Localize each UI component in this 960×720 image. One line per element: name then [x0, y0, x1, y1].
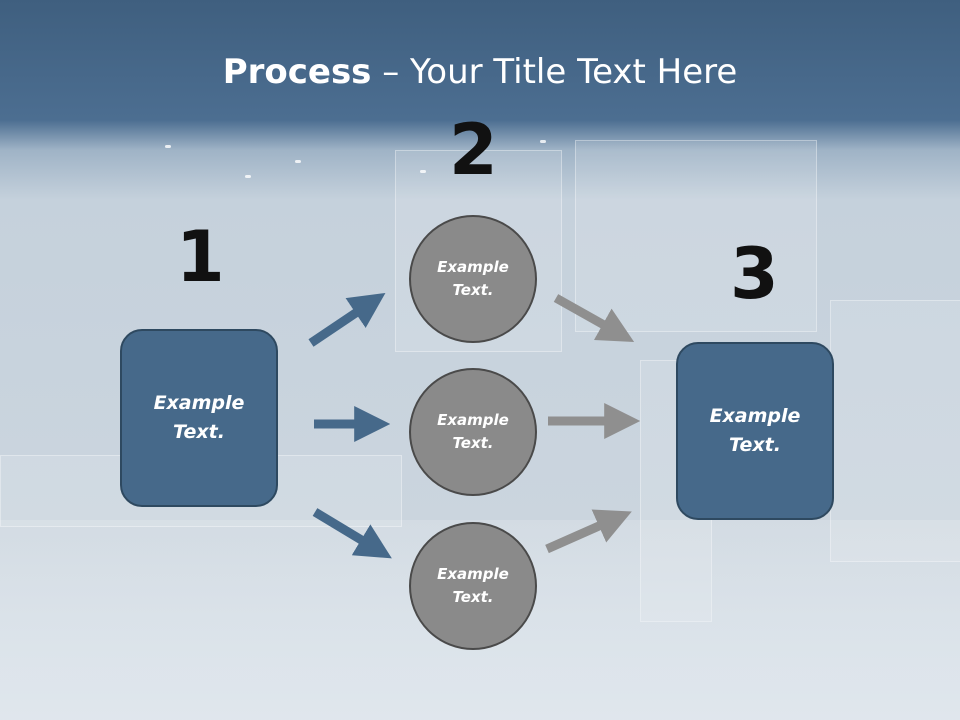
background-wall-panel [830, 300, 960, 562]
circle-middle-line2: Text. [452, 434, 494, 452]
circle-top-line1: Example [437, 258, 509, 276]
arrow-gray-down-right [553, 294, 635, 342]
step-1-text-line2: Text. [173, 421, 225, 443]
step-3-text-line1: Example [709, 405, 801, 427]
step-number-3: 3 [730, 233, 779, 315]
step-2-circle-top[interactable]: Example Text. [409, 215, 537, 343]
arrow-up-right [308, 292, 386, 347]
step-number-2: 2 [449, 109, 498, 191]
step-2-circle-middle[interactable]: Example Text. [409, 368, 537, 496]
title-bold: Process [222, 52, 372, 92]
step-1-box[interactable]: Example Text. [120, 329, 278, 507]
ceiling-light [295, 160, 301, 163]
step-3-box[interactable]: Example Text. [676, 342, 834, 520]
ceiling-light [165, 145, 171, 148]
ceiling-light [245, 175, 251, 178]
ceiling-light [540, 140, 546, 143]
circle-bottom-line1: Example [437, 565, 509, 583]
arrow-gray-up-right [545, 509, 632, 554]
step-number-1: 1 [176, 216, 225, 298]
slide-title[interactable]: Process – Your Title Text Here [0, 52, 960, 92]
circle-bottom-line2: Text. [452, 588, 494, 606]
arrow-down-right [312, 508, 392, 559]
step-2-circle-bottom[interactable]: Example Text. [409, 522, 537, 650]
ceiling-light [420, 170, 426, 173]
title-rest: – Your Title Text Here [371, 52, 738, 92]
background-wall-panel [575, 140, 817, 332]
step-3-text-line2: Text. [729, 434, 781, 456]
circle-top-line2: Text. [452, 281, 494, 299]
circle-middle-line1: Example [437, 411, 509, 429]
step-1-text-line1: Example [153, 392, 245, 414]
